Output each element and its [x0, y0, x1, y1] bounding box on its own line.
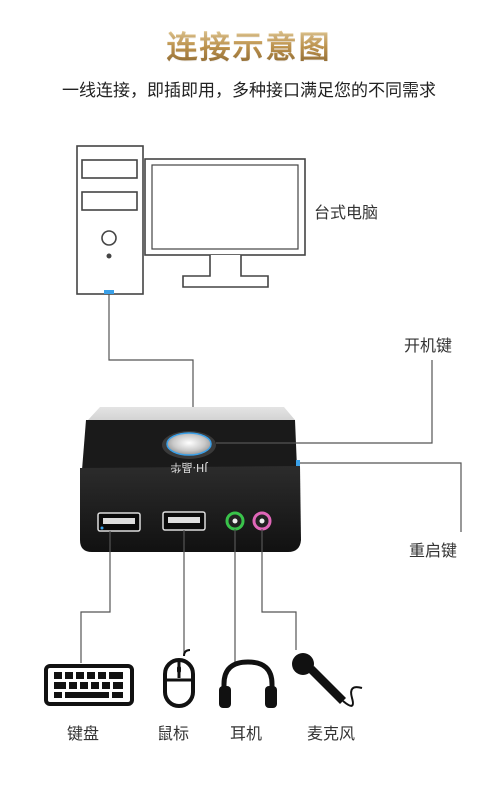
- mouse-label: 鼠标: [157, 724, 190, 743]
- usb-port-1: [97, 512, 141, 532]
- usb-port-2: [162, 511, 206, 531]
- device-brand-text: JH·晶华: [170, 461, 208, 475]
- headphone-jack: [225, 511, 245, 531]
- power-key-label: 开机键: [404, 336, 453, 355]
- microphone-cable: [261, 529, 297, 650]
- microphone-icon: [292, 653, 363, 707]
- headphone-label: 耳机: [230, 724, 263, 743]
- page-title: 连接示意图: [0, 22, 498, 67]
- desktop-label: 台式电脑: [314, 203, 379, 222]
- kvm-hub-device: JH·晶华: [80, 407, 301, 552]
- headphone-icon: [219, 659, 277, 708]
- keyboard-cable: [80, 531, 111, 663]
- keyboard-icon: [44, 664, 134, 706]
- page-subtitle: 一线连接，即插即用，多种接口满足您的不同需求: [62, 81, 436, 101]
- monitor: [144, 158, 306, 288]
- mouse-icon: [163, 649, 195, 708]
- microphone-jack: [252, 511, 272, 531]
- reset-key-leader: [300, 462, 462, 532]
- keyboard-label: 键盘: [67, 724, 100, 743]
- reset-key-label: 重启键: [409, 541, 458, 560]
- pc-cable: [108, 294, 194, 408]
- microphone-label: 麦克风: [307, 724, 356, 743]
- pc-tower: [76, 145, 144, 295]
- power-key-leader: [216, 360, 433, 444]
